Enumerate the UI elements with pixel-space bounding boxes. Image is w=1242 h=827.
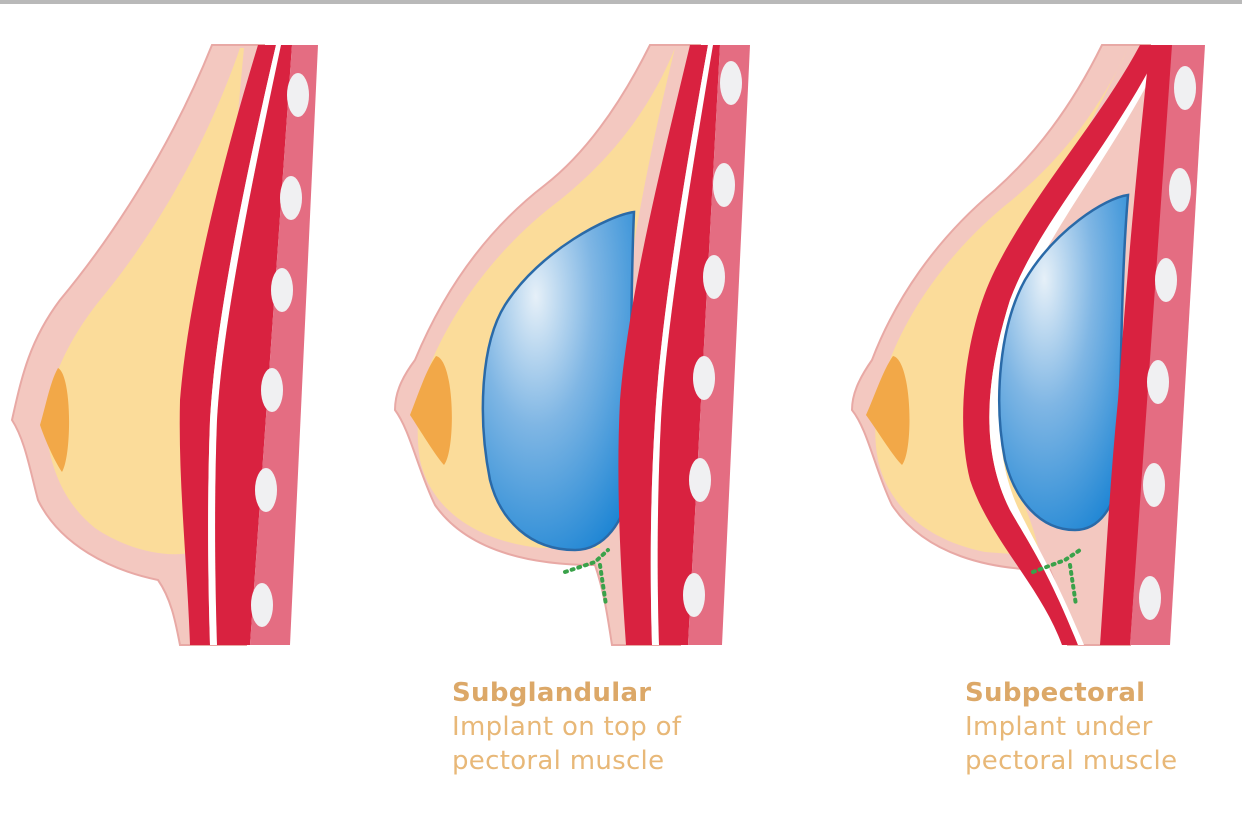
rib [271, 268, 293, 312]
fascia-gap [650, 45, 713, 645]
pectoral-muscle [963, 45, 1162, 645]
rib [1169, 168, 1191, 212]
rib [1139, 576, 1161, 620]
top-divider [0, 0, 1242, 4]
rib [713, 163, 735, 207]
rib [251, 583, 273, 627]
ribs [1139, 66, 1196, 620]
nipple [866, 356, 910, 465]
inner-muscle [215, 45, 292, 645]
rib [1143, 463, 1165, 507]
rib [689, 458, 711, 502]
nipple [410, 356, 452, 465]
inner-muscle [1100, 45, 1175, 645]
ribs [251, 73, 309, 627]
caption-line: pectoral muscle [965, 746, 1178, 776]
caption-title: Subglandular [452, 678, 652, 708]
rib [693, 356, 715, 400]
nipple [40, 368, 70, 472]
caption-line: pectoral muscle [452, 746, 665, 776]
rib [720, 61, 742, 105]
rib [1155, 258, 1177, 302]
caption-line: Implant on top of [452, 712, 682, 742]
caption-subglandular: Subglandular Implant on top of pectoral … [452, 676, 772, 778]
rib [287, 73, 309, 117]
panel-subpectoral [850, 44, 1205, 646]
rib [1147, 360, 1169, 404]
pectoral-muscle [618, 45, 708, 645]
rib [255, 468, 277, 512]
ribs [683, 61, 742, 617]
rib [1174, 66, 1196, 110]
incision-mark [1031, 548, 1082, 607]
rib [703, 255, 725, 299]
panel-natural [10, 44, 318, 646]
panel-subglandular [393, 44, 750, 646]
incision-mark [563, 548, 610, 607]
pectoral-muscle [179, 45, 276, 645]
rib [280, 176, 302, 220]
fascia-gap [208, 45, 281, 645]
rib [261, 368, 283, 412]
caption-title: Subpectoral [965, 678, 1146, 708]
caption-subpectoral: Subpectoral Implant under pectoral muscl… [965, 676, 1235, 778]
inner-muscle [657, 45, 720, 645]
caption-line: Implant under [965, 712, 1153, 742]
rib [683, 573, 705, 617]
